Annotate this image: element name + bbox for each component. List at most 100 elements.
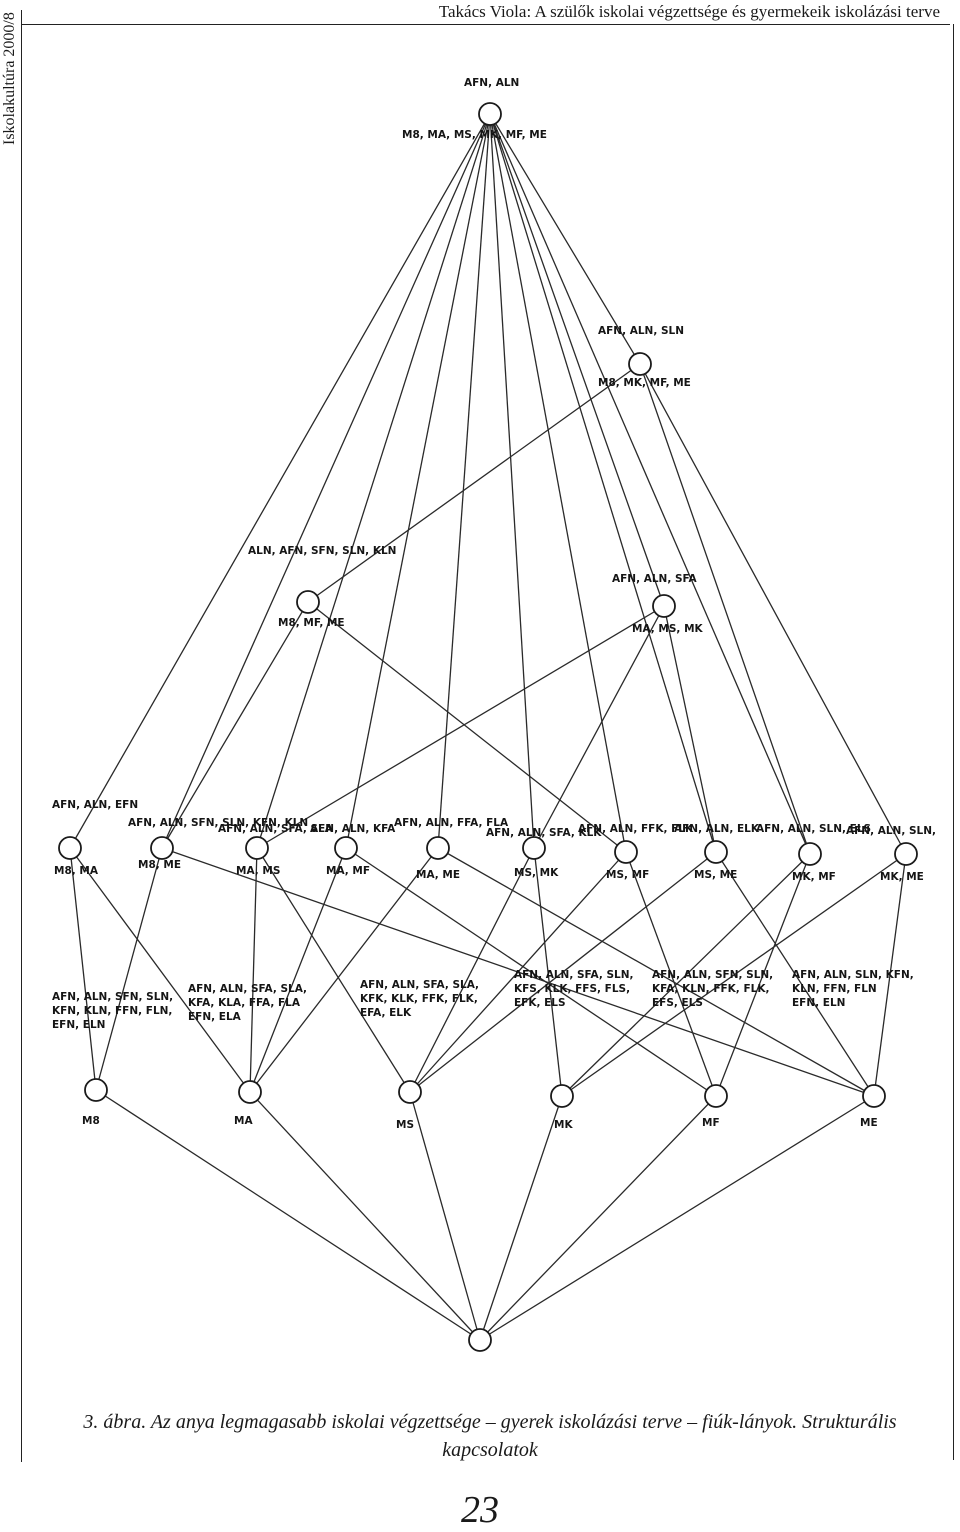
node-intent-label: AFN, ALN, SFN, SLN, <box>652 969 773 981</box>
node-intent-label: AFN, ALN <box>464 77 519 89</box>
node-intent-label: AFN, ALN, SFN, SLN, KFN, KLN <box>128 817 308 829</box>
node-intent-label: AFN, ALN, FFA, FLA <box>394 817 509 829</box>
node-circle <box>704 1084 728 1108</box>
node-extent-label: MS <box>396 1119 414 1131</box>
edge-c_mk_mf_me-c_m8_mf_me <box>307 363 641 603</box>
node-circle <box>798 842 822 866</box>
edge-p_m8_me-s_m8 <box>95 847 163 1091</box>
edge-p_mk_me-s_mk <box>561 853 907 1097</box>
node-intent-label: EFN, ELN <box>792 997 845 1009</box>
node-extent-label: M8, MF, ME <box>278 617 345 629</box>
lattice-edges <box>69 113 907 1341</box>
lattice-node-s_mf: AFN, ALN, SFN, SLN, KFA, KLN, FFK, FLK, EF… <box>652 969 773 1129</box>
edge-p_m8_ma-s_m8 <box>69 847 97 1091</box>
lattice-node-p_ma_me: AFN, ALN, FFA, FLA MA, ME <box>394 817 509 881</box>
node-intent-label: ALN, AFN, SFN, SLN, KLN <box>248 545 396 557</box>
node-circle <box>862 1084 886 1108</box>
edge-top-p_ma_me <box>437 113 491 849</box>
edge-s_mf-bottom <box>479 1095 717 1341</box>
node-intent-label: AFN, ALN, SLN, ELS <box>756 823 871 835</box>
node-extent-label: MF <box>702 1117 720 1129</box>
edge-top-p_mk_mf <box>489 113 811 855</box>
node-extent-label: M8 <box>82 1115 100 1127</box>
node-circle <box>334 836 358 860</box>
node-extent-label: MA <box>234 1115 253 1127</box>
node-extent-label: MS, MF <box>606 869 649 881</box>
edge-p_ma_mf-s_mf <box>345 847 717 1097</box>
node-circle <box>238 1080 262 1104</box>
edge-top-p_m8_ma <box>69 113 491 849</box>
node-intent-label: AFN, ALN, KFA <box>310 823 396 835</box>
node-intent-label: AFN, ALN, ELK <box>674 823 760 835</box>
edge-c_ma_ms_mk-p_ms_mk <box>533 605 665 849</box>
lattice-node-c_m8_mf_me: ALN, AFN, SFN, SLN, KLN M8, MF, ME <box>248 545 396 629</box>
node-intent-label: KFA, KLA, FFA, FLA <box>188 997 301 1009</box>
node-intent-label: AFN, ALN, SFA, SLN, <box>514 969 634 981</box>
node-extent-label: M8, MK, MF, ME <box>598 377 691 389</box>
edge-top-p_m8_me <box>161 113 491 849</box>
node-intent-label: KLN, FFN, FLN <box>792 983 877 995</box>
lattice-node-p_mk_me: AFN, ALN, SLN, EMK, ME <box>846 825 938 883</box>
edge-p_ma_mf-s_ma <box>249 847 347 1093</box>
right-rule <box>953 24 954 1460</box>
edge-p_mk_mf-s_mk <box>561 853 811 1097</box>
node-extent-label: MK, ME <box>880 871 924 883</box>
edge-c_mk_mf_me-p_mk_mf <box>639 363 811 855</box>
edge-top-p_ma_ms <box>256 113 491 849</box>
node-intent-label: EFS, ELS <box>652 997 703 1009</box>
node-intent-label: EFN, ELA <box>188 1011 242 1023</box>
side-rule <box>21 10 22 1462</box>
node-intent-label: KFA, KLN, FFK, FLK, <box>652 983 769 995</box>
edge-s_me-bottom <box>479 1095 875 1341</box>
node-intent-label: AFN, ALN, SFA, SLA, <box>188 983 307 995</box>
node-circle <box>245 836 269 860</box>
node-extent-label: MK <box>554 1119 573 1131</box>
node-extent-label: MK, MF <box>792 871 836 883</box>
edge-c_mk_mf_me-p_mk_me <box>639 363 907 855</box>
edge-s_m8-bottom <box>95 1089 481 1341</box>
lattice-node-top: AFN, ALN M8, MA, MS, MK, MF, ME <box>402 77 547 141</box>
lattice-node-p_ma_mf: AFN, ALN, KFA MA, MF <box>310 823 396 877</box>
edge-p_ma_ms-s_ma <box>249 847 258 1093</box>
edge-c_ma_ms_mk-p_ms_me <box>663 605 717 853</box>
edge-top-p_ma_mf <box>345 113 491 849</box>
node-extent-label: MA, MS, MK <box>632 623 704 635</box>
edge-p_mk_me-s_me <box>873 853 907 1097</box>
edge-s_ms-bottom <box>409 1091 481 1341</box>
edge-p_ms_me-s_me <box>715 851 875 1097</box>
node-intent-label: AFN, ALN, SFA, KLK <box>486 827 602 839</box>
edge-p_ms_mk-s_mk <box>533 847 563 1097</box>
node-intent-label: EFA, ELK <box>360 1007 412 1019</box>
node-extent-label: M8, ME <box>138 859 181 871</box>
edge-top-p_ms_me <box>489 113 717 853</box>
node-extent-label: M8, MA, MS, MK, MF, ME <box>402 129 547 141</box>
lattice-node-p_m8_ma: AFN, ALN, EFN M8, MA <box>52 799 138 877</box>
lattice-node-s_ma: AFN, ALN, SFA, SLA, KFA, KLA, FFA, FLA EFN… <box>188 983 307 1127</box>
lattice-node-s_ms: AFN, ALN, SFA, SLA,KFK, KLK, FFK, FLK,EF… <box>360 979 479 1131</box>
node-intent-label: KFN, KLN, FFN, FLN, <box>52 1005 172 1017</box>
node-extent-label: MA, MF <box>326 865 370 877</box>
node-circle <box>652 594 676 618</box>
running-header: Takács Viola: A szülők iskolai végzettsé… <box>438 2 940 21</box>
edge-p_ms_mk-s_ms <box>409 847 535 1093</box>
node-circle <box>704 840 728 864</box>
node-circle <box>894 842 918 866</box>
node-extent-label: MA, MS <box>236 865 280 877</box>
edge-p_ms_mf-s_mf <box>625 851 717 1097</box>
node-extent-label: MA, ME <box>416 869 460 881</box>
edge-top-c_mk_mf_me <box>489 113 641 365</box>
figure-caption: 3. ábra. Az anya legmagasabb iskolai vég… <box>83 1411 897 1461</box>
node-intent-label: EFN, ELN <box>52 1019 105 1031</box>
lattice-node-s_m8: AFN, ALN, SFN, SLN,KFN, KLN, FFN, FLN,EF… <box>52 991 173 1127</box>
edge-p_m8_ma-s_ma <box>69 847 251 1093</box>
node-circle <box>550 1084 574 1108</box>
node-intent-label: AFN, ALN, EFN <box>52 799 138 811</box>
edge-c_ma_ms_mk-p_ma_ms <box>256 605 665 849</box>
node-extent-label: M8, MA <box>54 865 99 877</box>
edge-p_ma_me-s_ma <box>249 847 439 1093</box>
